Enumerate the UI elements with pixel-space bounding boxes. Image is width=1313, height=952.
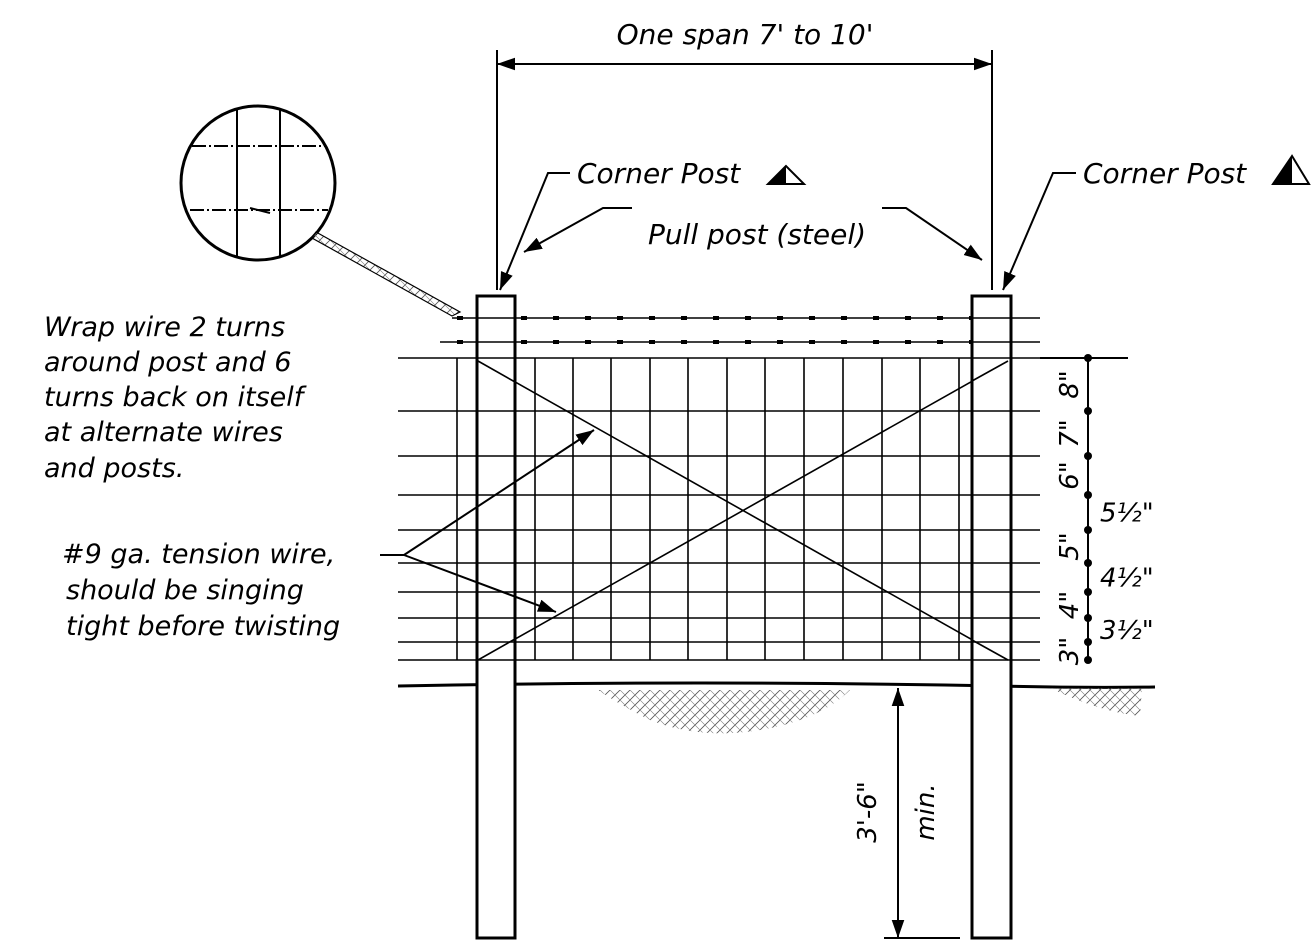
embed-depth-dimension: 3'-6" min. xyxy=(853,688,960,939)
dimension-node xyxy=(1084,638,1092,646)
soil-hatch-right xyxy=(1050,688,1142,716)
soil-hatch-left xyxy=(598,690,850,734)
wire-spacing-label: 4½" xyxy=(1100,564,1154,594)
dimension-node xyxy=(1084,656,1092,664)
diagonal-over-post xyxy=(971,360,1009,382)
dimension-node xyxy=(1084,588,1092,596)
corner-post-right-label: Corner Post xyxy=(1083,157,1247,190)
ground-line xyxy=(397,681,1156,734)
wire-spacing-label: 3" xyxy=(1055,637,1085,666)
half-filled-triangle-icon xyxy=(1271,154,1311,185)
diagonal-over-post xyxy=(971,639,1009,661)
dimension-node xyxy=(1084,491,1092,499)
half-filled-triangle-icon xyxy=(765,164,807,185)
dimension-node xyxy=(1084,354,1092,362)
wire-spacing-label: 6" xyxy=(1055,461,1085,490)
right-corner-post xyxy=(970,294,1013,940)
corner-post-left-callout: Corner Post xyxy=(499,157,807,291)
barb-marks xyxy=(457,316,1007,344)
pull-post-callout: Pull post (steel) xyxy=(523,207,983,261)
wire-spacing-label: 7" xyxy=(1055,419,1085,448)
wire-detail-callout xyxy=(179,104,462,317)
wire-spacing-dimensions: 8" 7" 6" 5½" 5" 4½" 4" 3½" 3" xyxy=(1040,354,1154,665)
corner-post-left-label: Corner Post xyxy=(577,157,741,190)
tension-wire-diagonal-b xyxy=(477,360,1009,661)
tension-wire-note: #9 ga. tension wire, should be singing t… xyxy=(62,539,344,642)
wire-spacing-label: 8" xyxy=(1055,370,1085,399)
dimension-node xyxy=(1084,452,1092,460)
tension-wire-callout: #9 ga. tension wire, should be singing t… xyxy=(62,429,595,642)
wire-spacing-label: 5" xyxy=(1055,532,1085,561)
dimension-node xyxy=(1084,614,1092,622)
pull-post-label: Pull post (steel) xyxy=(648,218,866,251)
corner-post-right-callout: Corner Post xyxy=(1002,154,1311,291)
top-barbed-wires xyxy=(440,316,1040,344)
wire-spacing-label: 4" xyxy=(1055,591,1085,620)
dimension-node xyxy=(1084,526,1092,534)
embed-min-label: min. xyxy=(911,783,941,840)
dimension-node xyxy=(1084,559,1092,567)
span-label: One span 7' to 10' xyxy=(617,18,874,51)
diagonal-over-post xyxy=(477,360,516,383)
span-dimension: One span 7' to 10' xyxy=(496,18,993,290)
embed-depth-label: 3'-6" xyxy=(853,781,883,843)
dimension-node xyxy=(1084,407,1092,415)
wires-over-posts xyxy=(477,317,1011,661)
wire-spacing-label: 5½" xyxy=(1100,499,1154,529)
left-corner-post xyxy=(475,294,517,940)
wrap-wire-note: Wrap wire 2 turns around post and 6 turn… xyxy=(44,312,312,484)
wire-spacing-label: 3½" xyxy=(1100,616,1154,646)
diagonal-over-post xyxy=(477,638,516,661)
